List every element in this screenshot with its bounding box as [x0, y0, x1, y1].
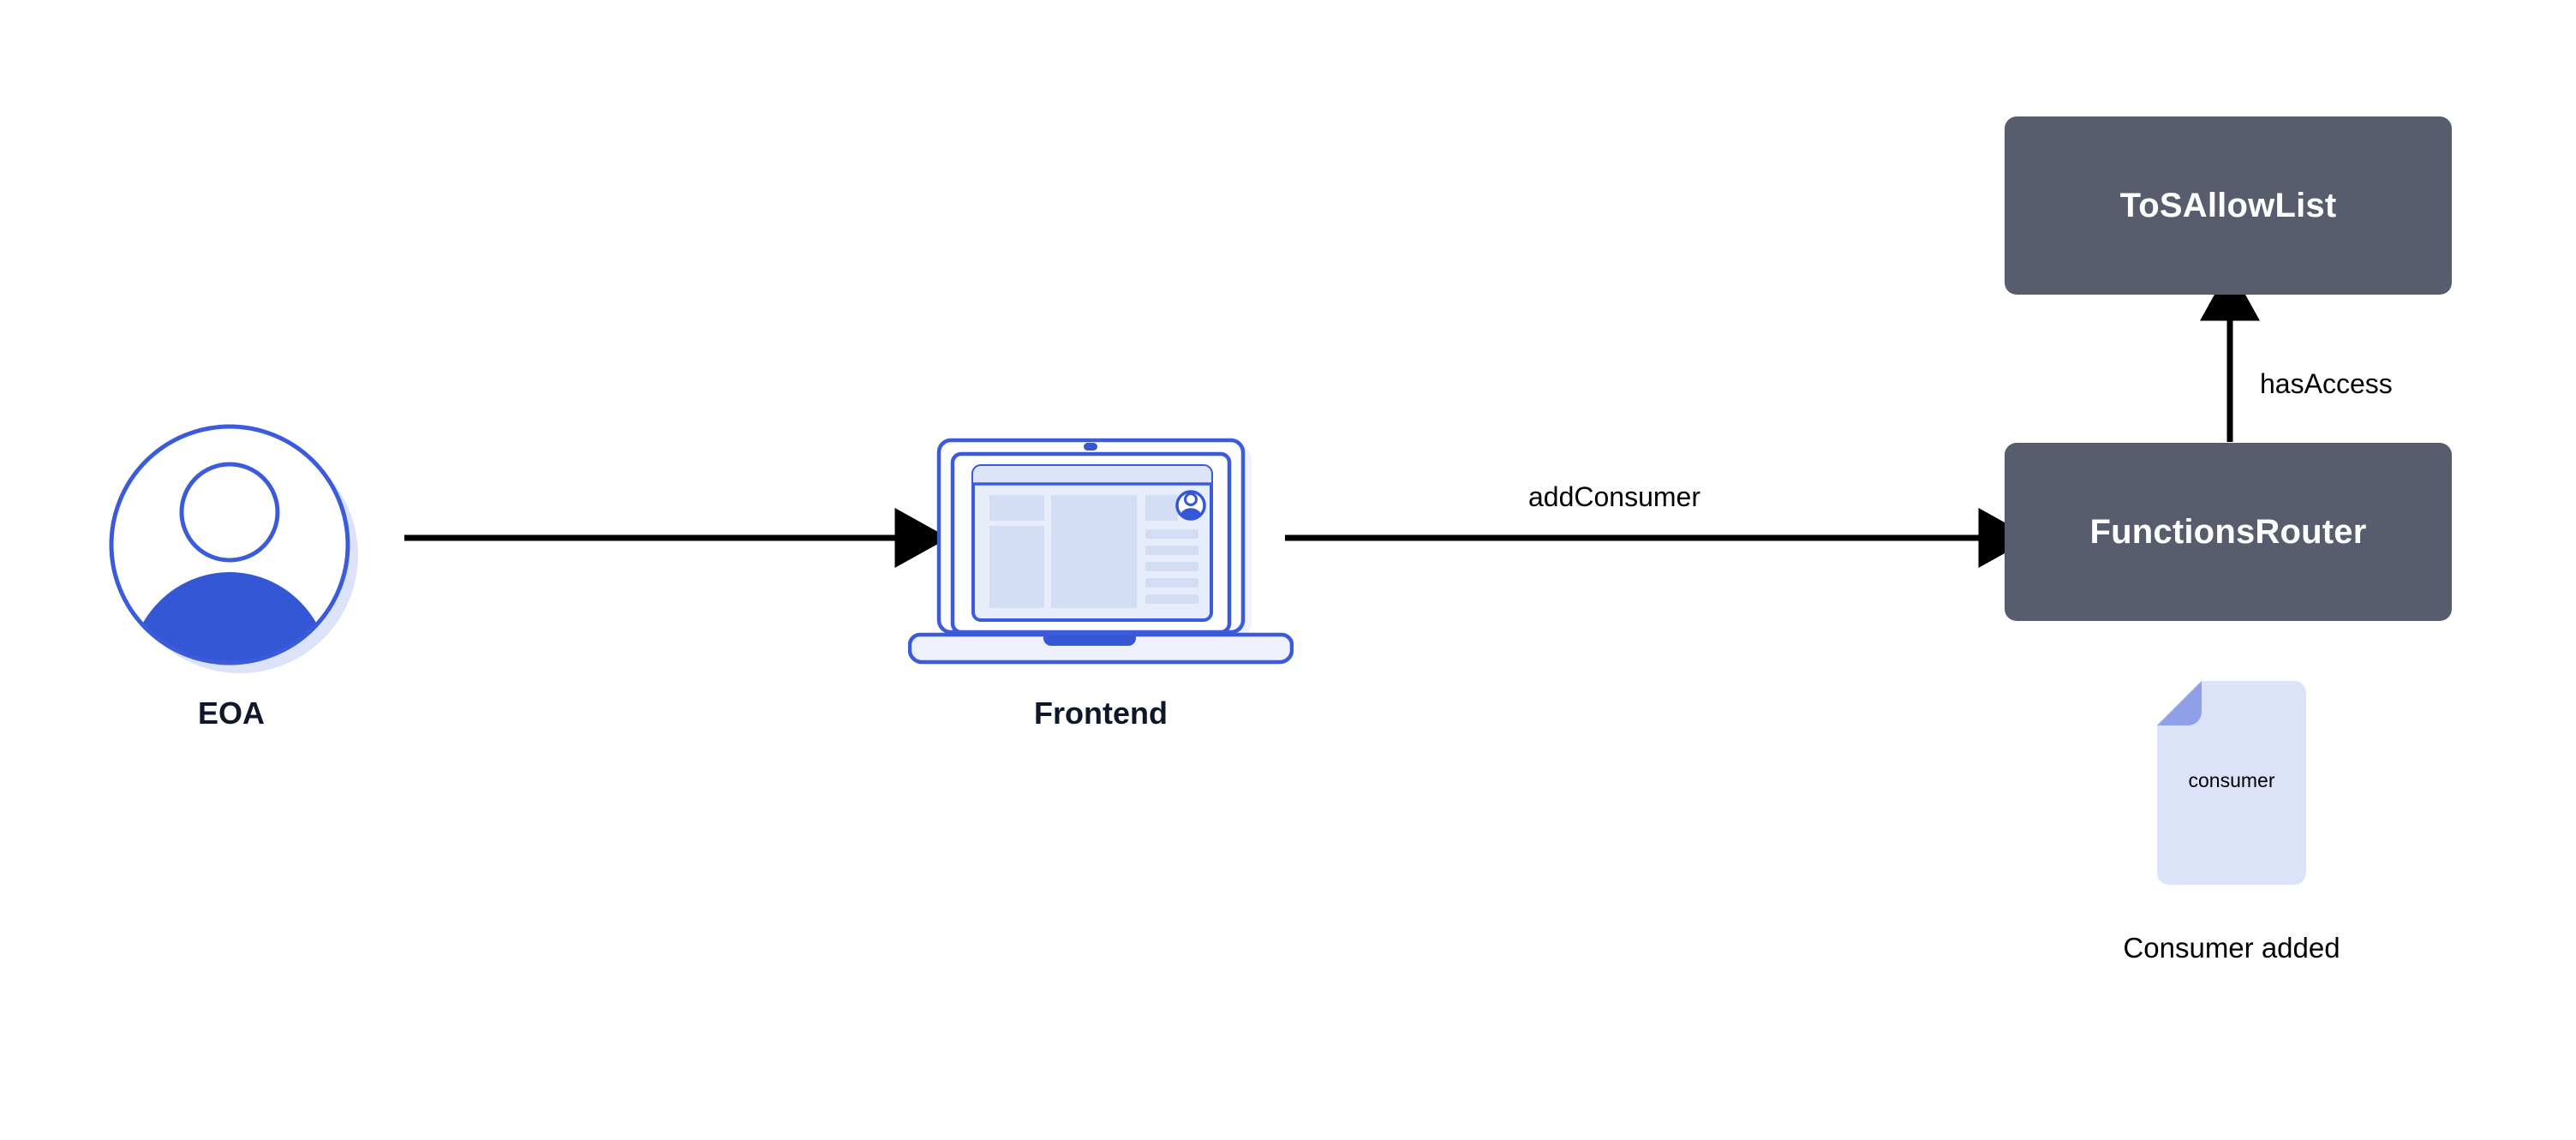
eoa-label: EOA: [197, 695, 265, 731]
consumer-document-text: consumer: [2188, 769, 2275, 791]
tos-allow-list-label: ToSAllowList: [2119, 186, 2337, 224]
tos-allow-list-box[interactable]: ToSAllowList: [2005, 116, 2452, 295]
eoa-node: [103, 420, 360, 677]
edge-label-add-consumer: addConsumer: [1528, 481, 1700, 512]
user-avatar-icon: [109, 424, 358, 673]
functions-router-label: FunctionsRouter: [2089, 512, 2367, 551]
laptop-screen-content: [971, 464, 1213, 622]
laptop-icon: [907, 438, 1294, 665]
consumer-added-caption: Consumer added: [2123, 932, 2340, 964]
laptop-base: [907, 632, 1294, 665]
screen-avatar-icon: [1175, 490, 1206, 521]
document-icon: [2157, 681, 2306, 885]
frontend-node: [907, 428, 1294, 685]
frontend-label: Frontend: [1034, 695, 1168, 731]
functions-router-box[interactable]: FunctionsRouter: [2005, 443, 2452, 621]
consumer-document-node: consumer: [2150, 679, 2313, 885]
edge-label-has-access: hasAccess: [2260, 368, 2393, 399]
